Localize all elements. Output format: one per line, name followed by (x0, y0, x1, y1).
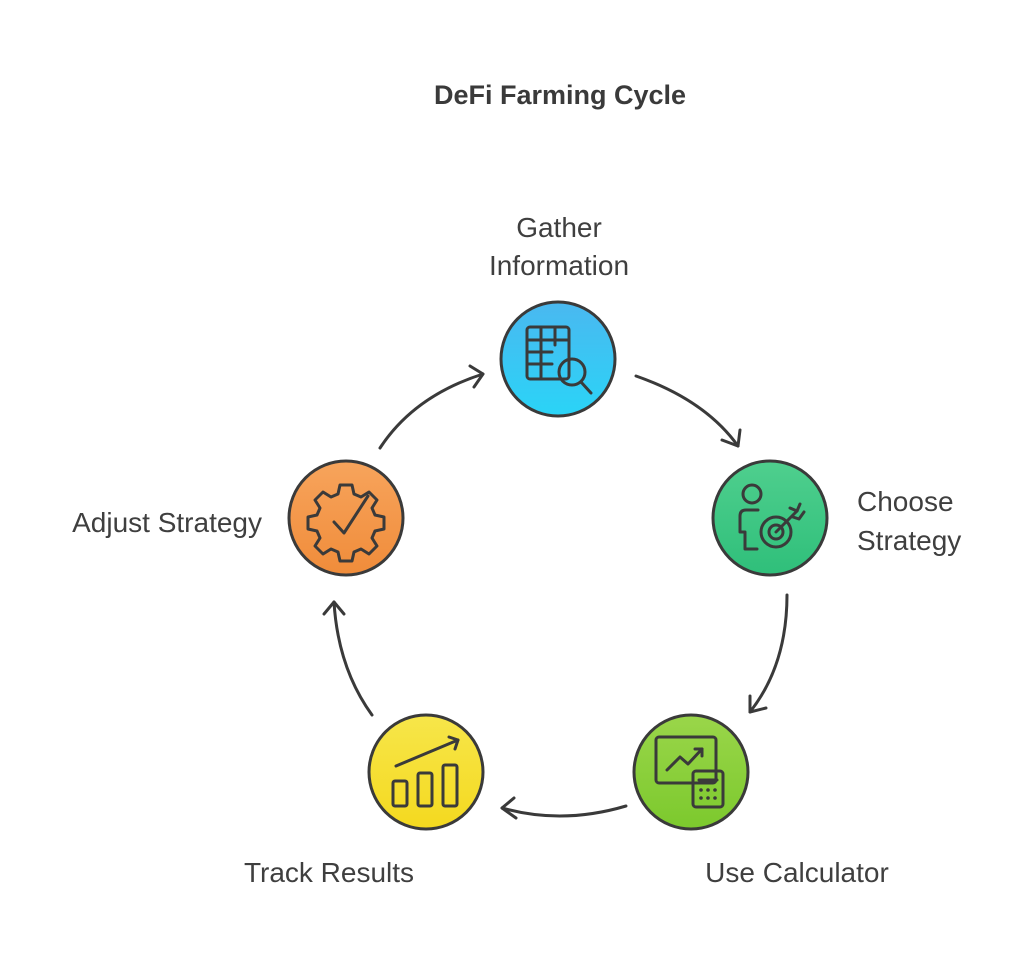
use-calculator-label: Use Calculator (705, 857, 889, 888)
bar-chart-trend-icon (391, 735, 460, 808)
arrow-adjust-to-gather (378, 364, 485, 450)
gather-information-label-line-2: Information (489, 250, 629, 281)
use-calculator-circle (632, 713, 750, 831)
arrow-choose-to-use (748, 593, 789, 714)
adjust-strategy-label: Adjust Strategy (72, 507, 262, 538)
gear-check-icon (306, 483, 386, 563)
person-target-icon (738, 483, 806, 551)
chart-calculator-icon (654, 735, 725, 809)
choose-strategy-label-line-2: Strategy (857, 525, 961, 556)
gather-information-circle (499, 300, 617, 418)
arrow-gather-to-choose (634, 374, 742, 448)
step-use-calculator: Use Calculator (632, 713, 889, 888)
step-gather-information: Gather Information (489, 212, 629, 418)
arrow-use-to-track (500, 796, 628, 820)
table-search-icon (525, 325, 593, 395)
choose-strategy-label-line-1: Choose (857, 486, 954, 517)
step-adjust-strategy: Adjust Strategy (72, 459, 405, 577)
adjust-strategy-circle (287, 459, 405, 577)
gather-information-label-line-1: Gather (516, 212, 602, 243)
arrow-track-to-adjust (322, 600, 374, 717)
track-results-label: Track Results (244, 857, 414, 888)
step-choose-strategy: Choose Strategy (711, 459, 961, 577)
diagram-title: DeFi Farming Cycle (434, 80, 686, 110)
step-track-results: Track Results (244, 713, 485, 888)
